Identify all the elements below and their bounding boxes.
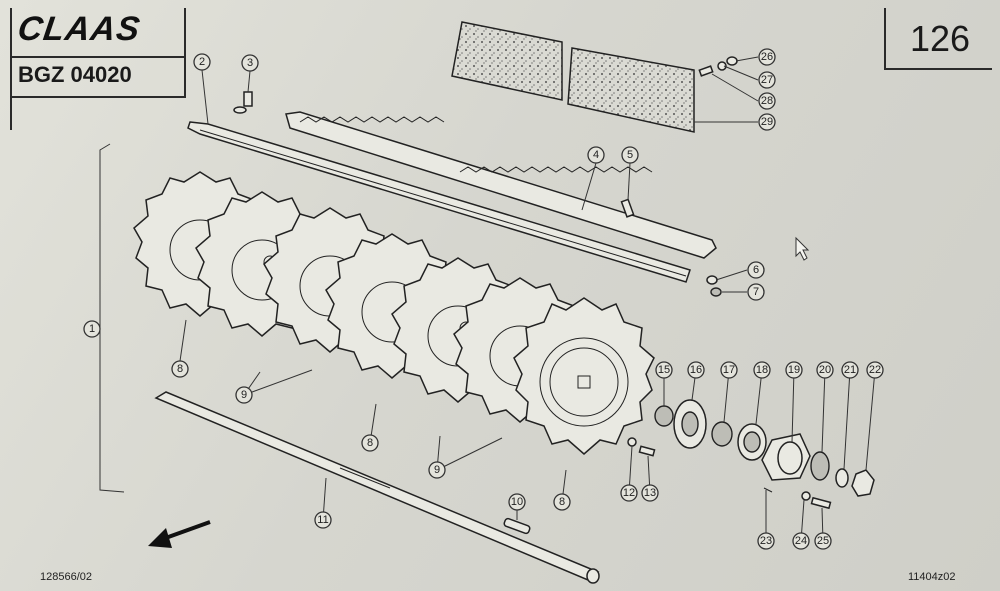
svg-text:28: 28: [761, 95, 773, 107]
svg-text:2: 2: [199, 56, 205, 68]
svg-text:16: 16: [690, 364, 702, 376]
svg-text:8: 8: [367, 437, 373, 449]
callout-16: 16: [687, 361, 705, 379]
svg-text:21: 21: [844, 364, 856, 376]
callout-4: 4: [587, 146, 605, 164]
svg-text:11: 11: [317, 514, 328, 526]
svg-text:27: 27: [761, 74, 773, 86]
bolt-3: [243, 91, 253, 107]
callout-9a: 9: [235, 386, 253, 404]
callout-2: 2: [193, 53, 211, 71]
svg-text:1: 1: [89, 323, 95, 335]
plate-bolt-assembly: [698, 56, 738, 77]
svg-text:29: 29: [761, 116, 773, 128]
callout-5: 5: [621, 146, 639, 164]
svg-text:15: 15: [658, 364, 670, 376]
footer-revision-code: 11404z02: [908, 571, 956, 583]
wear-plate-right: [567, 47, 695, 133]
drive-shaft: [154, 391, 600, 584]
svg-text:10: 10: [511, 496, 523, 508]
frame-line-logo-bottom: [10, 56, 186, 58]
svg-text:8: 8: [177, 363, 183, 375]
svg-text:13: 13: [644, 487, 656, 499]
leader-lines: [179, 56, 876, 542]
svg-text:8: 8: [559, 496, 565, 508]
svg-text:9: 9: [434, 464, 440, 476]
page-number: 126: [910, 18, 971, 59]
callout-7: 7: [747, 283, 765, 301]
callout-8a: 8: [171, 360, 189, 378]
svg-text:23: 23: [760, 535, 772, 547]
callout-22: 22: [866, 361, 884, 379]
callout-24: 24: [792, 532, 810, 550]
svg-text:3: 3: [247, 57, 253, 69]
callout-29: 29: [758, 113, 776, 131]
svg-text:26: 26: [761, 51, 773, 63]
svg-text:20: 20: [819, 364, 831, 376]
bolt-5: [620, 198, 635, 218]
callout-26: 26: [758, 48, 776, 66]
svg-text:6: 6: [753, 264, 759, 276]
frame-line-logo-right: [184, 8, 186, 98]
callout-6: 6: [747, 261, 765, 279]
footer-drawing-number: 128566/02: [40, 571, 92, 583]
callout-17: 17: [720, 361, 738, 379]
frame-line-title-bottom: [10, 96, 186, 98]
callout-3: 3: [241, 54, 259, 72]
document-code: BGZ 04020: [18, 62, 132, 87]
svg-text:24: 24: [795, 535, 807, 547]
callout-21: 21: [841, 361, 859, 379]
callout-15: 15: [655, 361, 673, 379]
callout-27: 27: [758, 71, 776, 89]
svg-text:22: 22: [869, 364, 881, 376]
callout-9b: 9: [428, 461, 446, 479]
svg-text:4: 4: [593, 149, 599, 161]
callout-20: 20: [816, 361, 834, 379]
wear-plate-left: [451, 21, 563, 101]
frame-line-page-left: [884, 8, 886, 70]
shaft-key: [503, 517, 531, 535]
frame-line-page-bottom: [884, 68, 992, 70]
direction-arrow-icon: [148, 520, 211, 548]
callout-11: 11: [314, 511, 332, 529]
toothed-bar: [285, 111, 717, 259]
svg-text:5: 5: [627, 149, 633, 161]
bearing-assembly: [627, 399, 875, 510]
svg-text:9: 9: [241, 389, 247, 401]
callout-23: 23: [757, 532, 775, 550]
frame-line-left: [10, 8, 12, 130]
callout-1: 1: [83, 320, 101, 338]
callout-10: 10: [508, 493, 526, 511]
assembly-bracket: [99, 143, 125, 493]
callout-28: 28: [758, 92, 776, 110]
callout-8c: 8: [553, 493, 571, 511]
callout-25: 25: [814, 532, 832, 550]
svg-text:19: 19: [788, 364, 800, 376]
svg-text:17: 17: [723, 364, 735, 376]
callout-12: 12: [620, 484, 638, 502]
callout-19: 19: [785, 361, 803, 379]
svg-text:25: 25: [817, 535, 829, 547]
callout-8b: 8: [361, 434, 379, 452]
svg-text:18: 18: [756, 364, 768, 376]
mouse-cursor-icon: [795, 236, 810, 261]
callout-13: 13: [641, 484, 659, 502]
sprocket-disc-group: [133, 171, 655, 455]
svg-text:7: 7: [753, 286, 759, 298]
callout-18: 18: [753, 361, 771, 379]
svg-text:12: 12: [623, 487, 635, 499]
